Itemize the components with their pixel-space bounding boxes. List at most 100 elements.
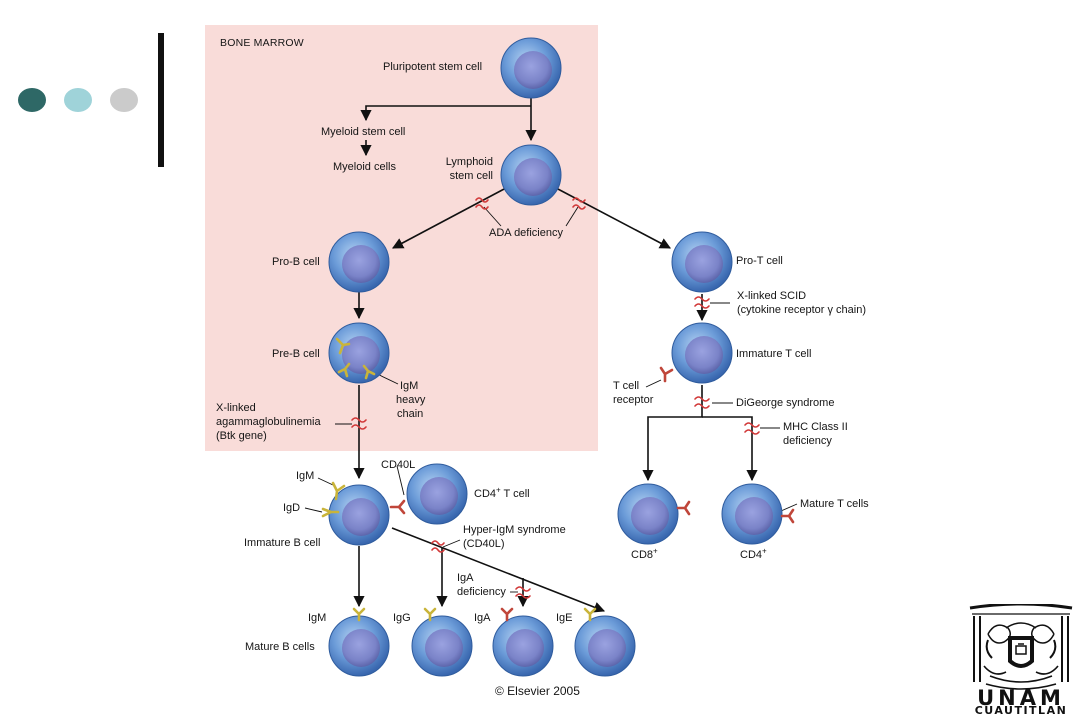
cell-cd8 bbox=[617, 483, 679, 545]
label-mhc-1: MHC Class II bbox=[783, 421, 848, 433]
cell-pro-b bbox=[328, 231, 390, 293]
label-iga-def-2: deficiency bbox=[457, 586, 506, 598]
label-xla-3: (Btk gene) bbox=[216, 430, 267, 442]
label-igd-surface: IgD bbox=[283, 502, 301, 514]
cell-immature-b bbox=[328, 484, 390, 546]
cell-cd4 bbox=[721, 483, 783, 545]
block-mark-iga bbox=[515, 586, 531, 599]
receptor-immature-t bbox=[659, 366, 674, 383]
label-cd4-t-cell: CD4+ T cell bbox=[474, 485, 530, 500]
label-mature-t: Mature T cells bbox=[800, 498, 869, 510]
receptor-immature-b-igd bbox=[321, 507, 340, 518]
label-mature-iga: IgA bbox=[474, 612, 491, 624]
cell-mature-igm bbox=[328, 615, 390, 677]
label-pre-b: Pre-B cell bbox=[272, 348, 320, 360]
label-pro-t: Pro-T cell bbox=[736, 255, 783, 267]
unam-logo: UNAM CUAUTITLAN bbox=[966, 604, 1078, 718]
receptor-mature-igg bbox=[423, 607, 437, 622]
region-title: BONE MARROW bbox=[220, 37, 304, 49]
leader-cd40l bbox=[396, 465, 405, 496]
receptor-immature-b-igm bbox=[331, 481, 346, 501]
cell-mature-igg bbox=[411, 615, 473, 677]
label-hyper-igm-1: Hyper-IgM syndrome bbox=[463, 524, 566, 536]
copyright: © Elsevier 2005 bbox=[495, 684, 580, 698]
label-igm-heavy-2: heavy bbox=[396, 394, 426, 406]
label-mature-b: Mature B cells bbox=[245, 641, 315, 653]
block-mark-digeorge bbox=[694, 396, 710, 409]
receptor-cd40-interaction bbox=[389, 499, 406, 515]
cell-cd4-t-helper bbox=[406, 463, 468, 525]
cell-immature-t bbox=[671, 322, 733, 384]
logo-campus: CUAUTITLAN bbox=[974, 704, 1068, 717]
cell-lymphoid-stem bbox=[500, 144, 562, 206]
accent-dot-gray bbox=[110, 88, 138, 112]
branch-t-cells-cd4 bbox=[702, 416, 758, 482]
block-mark-xla bbox=[351, 417, 367, 430]
arrow-to-pro-b bbox=[392, 187, 507, 249]
leader-hyper-igm bbox=[442, 539, 461, 548]
label-hyper-igm-2: (CD40L) bbox=[463, 538, 505, 550]
label-tcr-2: receptor bbox=[613, 394, 654, 406]
arrow-class-switch bbox=[391, 527, 606, 613]
receptor-cd8 bbox=[676, 500, 691, 516]
receptor-mature-igm bbox=[352, 607, 366, 622]
label-mature-igm: IgM bbox=[308, 612, 327, 624]
label-immature-b: Immature B cell bbox=[244, 537, 321, 549]
logo-name: UNAM bbox=[977, 686, 1065, 710]
receptor-pre-b-1 bbox=[335, 337, 351, 355]
label-cd40l: CD40L bbox=[381, 459, 416, 471]
label-cd8: CD8+ bbox=[631, 546, 658, 561]
receptor-pre-b-2 bbox=[337, 362, 351, 378]
accent-dot-dark bbox=[18, 88, 46, 112]
slide-divider-bar bbox=[158, 33, 164, 167]
label-tcr-1: T cell bbox=[613, 380, 640, 392]
receptor-pre-b-3 bbox=[362, 364, 376, 380]
block-mark-ada-right bbox=[572, 197, 586, 210]
label-xla-2: agammaglobulinemia bbox=[216, 416, 321, 428]
cell-pre-b bbox=[328, 322, 390, 384]
label-mature-igg: IgG bbox=[393, 612, 411, 624]
branch-t-cells bbox=[642, 385, 703, 482]
label-xla-1: X-linked bbox=[216, 402, 256, 414]
label-pluripotent: Pluripotent stem cell bbox=[383, 61, 483, 73]
cell-mature-iga bbox=[492, 615, 554, 677]
university-seal-icon bbox=[969, 604, 1073, 690]
label-scid-1: X-linked SCID bbox=[737, 290, 807, 302]
label-lymphoid-2: stem cell bbox=[449, 170, 493, 182]
label-myeloid-stem: Myeloid stem cell bbox=[321, 126, 406, 138]
label-igm-heavy-3: chain bbox=[397, 408, 424, 420]
label-myeloid-cells: Myeloid cells bbox=[333, 161, 396, 173]
arrow-to-myeloid bbox=[360, 105, 531, 122]
leader-tcr bbox=[645, 379, 662, 388]
receptor-mature-ige bbox=[583, 607, 597, 622]
block-mark-scid bbox=[694, 296, 710, 309]
leader-mature-t bbox=[780, 503, 798, 512]
cell-pro-t bbox=[671, 231, 733, 293]
block-mark-mhc bbox=[744, 422, 760, 435]
leader-ada-2 bbox=[565, 206, 579, 227]
label-lymphoid-1: Lymphoid bbox=[445, 156, 493, 168]
arrow-to-pro-t bbox=[555, 187, 671, 249]
label-mhc-2: deficiency bbox=[783, 435, 832, 447]
label-igm-heavy-1: IgM bbox=[400, 380, 419, 392]
accent-dot-light bbox=[64, 88, 92, 112]
block-mark-ada-left bbox=[475, 197, 489, 210]
cell-pluripotent bbox=[500, 37, 562, 99]
label-digeorge: DiGeorge syndrome bbox=[736, 397, 835, 409]
cell-mature-ige bbox=[574, 615, 636, 677]
label-immature-t: Immature T cell bbox=[736, 348, 812, 360]
label-scid-2: (cytokine receptor γ chain) bbox=[737, 304, 866, 316]
leader-igd-surface bbox=[304, 507, 323, 513]
label-ada: ADA deficiency bbox=[489, 227, 563, 239]
label-mature-ige: IgE bbox=[556, 612, 573, 624]
label-igm-surface: IgM bbox=[296, 470, 315, 482]
receptor-mature-iga bbox=[500, 607, 514, 622]
leader-igm-surface bbox=[317, 477, 334, 486]
label-cd4: CD4+ bbox=[740, 546, 767, 561]
label-iga-def-1: IgA bbox=[457, 572, 474, 584]
block-mark-hyper-igm bbox=[431, 540, 445, 553]
label-pro-b: Pro-B cell bbox=[272, 256, 320, 268]
leader-ada bbox=[483, 206, 502, 227]
receptor-cd4 bbox=[780, 508, 795, 524]
